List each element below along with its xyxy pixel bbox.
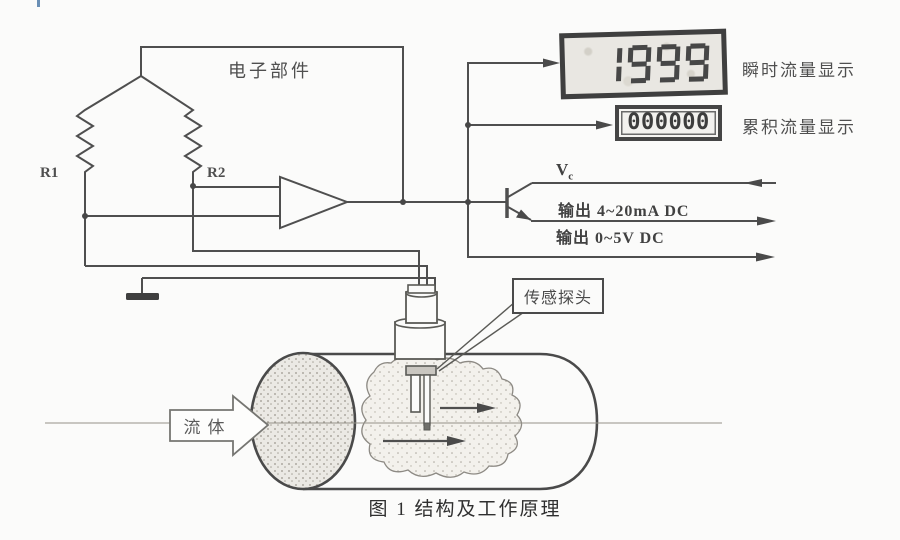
totalizer-display: 000000 [615, 105, 722, 141]
sensor-wire-2 [85, 265, 428, 291]
display-trunk-wire [467, 62, 545, 202]
pipe-end-cap [249, 351, 357, 491]
resistor-r1 [75, 75, 142, 266]
totalizer-display-label: 累积流量显示 [742, 118, 856, 137]
amplifier-triangle [279, 175, 350, 230]
scan-artifact-tick [37, 0, 40, 7]
figure-caption: 图 1 结构及工作原理 [368, 499, 562, 520]
arrowhead-vc [744, 179, 762, 187]
transistor-collector [507, 182, 533, 198]
resistor-r2 [140, 75, 203, 186]
sensor-housing [394, 284, 446, 360]
turbulence-blob [361, 355, 523, 478]
vc-label: Vc [556, 160, 574, 183]
emitter-arrowhead [516, 209, 531, 220]
fluid-arrow [169, 394, 270, 457]
arrowhead-instantaneous [543, 58, 560, 68]
pipe-outline [303, 352, 599, 491]
probe-label-box: 传感探头 [512, 278, 604, 314]
feedback-wire [140, 46, 404, 202]
resistor-r2-label: R2 [207, 165, 226, 181]
probe-label: 传感探头 [523, 290, 592, 307]
voltage-out-wire [467, 202, 757, 258]
arrowhead-totalizer [596, 120, 613, 130]
resistor-r1-label: R1 [40, 165, 59, 181]
fluid-label: 流体 [183, 418, 232, 437]
arrowhead-current-out [757, 216, 776, 226]
sensor-wire-3 [142, 277, 436, 291]
output-current-label: 输出 4~20mA DC [558, 203, 690, 220]
sensor-probe [405, 365, 437, 431]
output-voltage-label: 输出 0~5V DC [556, 230, 665, 247]
junction-dots [82, 122, 471, 219]
ground-symbol [126, 293, 159, 300]
electronics-label: 电子部件 [228, 61, 312, 81]
sensor-wire-1 [192, 186, 420, 291]
instantaneous-display-label: 瞬时流量显示 [742, 61, 856, 80]
instantaneous-display [559, 28, 728, 100]
probe-leader-lines [436, 301, 525, 372]
seven-segment-digits [596, 42, 719, 90]
flow-arrows [383, 403, 496, 446]
arrowhead-voltage-out [756, 252, 775, 262]
totalizer-digits: 000000 [627, 110, 710, 135]
